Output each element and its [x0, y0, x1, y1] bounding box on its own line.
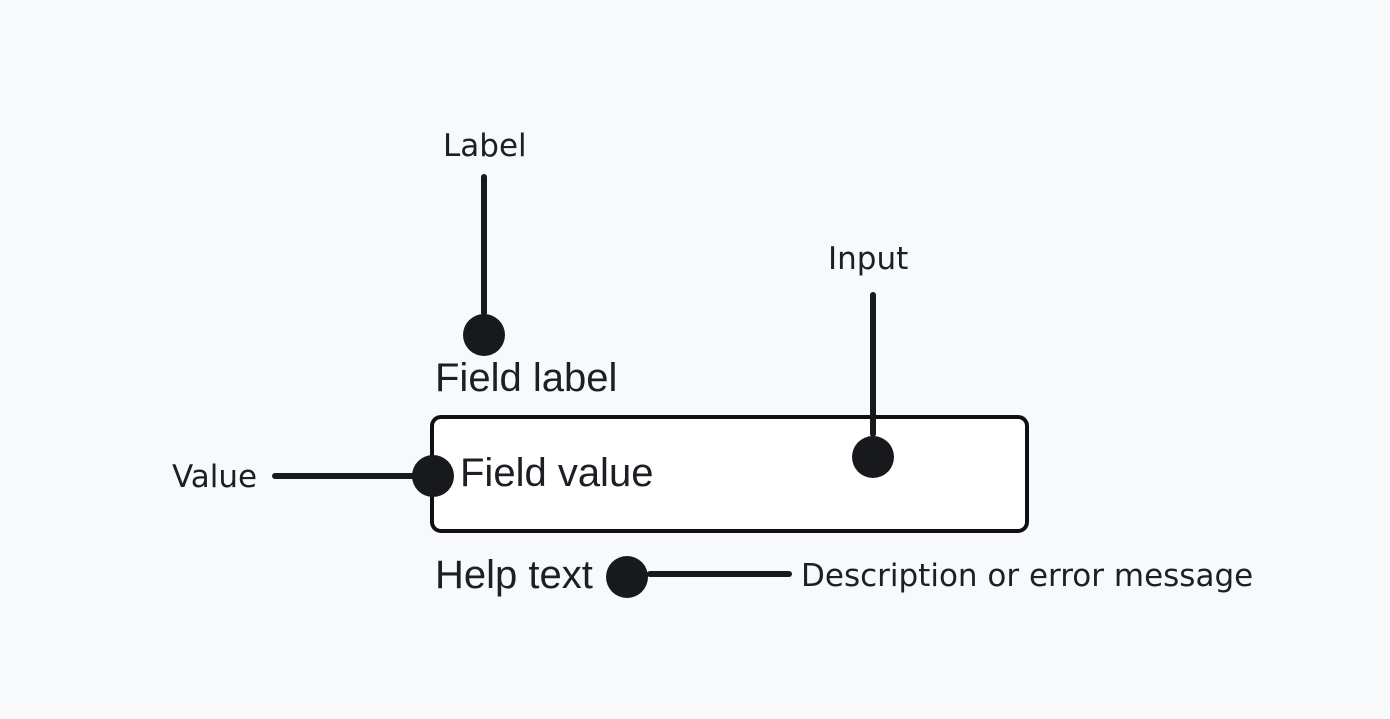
- label-annotation: Label: [443, 128, 527, 164]
- value-annotation: Value: [172, 459, 258, 495]
- field-value: Field value: [460, 451, 654, 495]
- help-description-annotation: Description or error message: [801, 558, 1254, 594]
- input-annotation: Input: [828, 241, 909, 277]
- help-connector-line: [647, 571, 792, 577]
- label-connector-line: [481, 174, 487, 316]
- field-label: Field label: [435, 356, 618, 400]
- input-connector-dot: [852, 436, 894, 478]
- field-input-box[interactable]: [430, 415, 1029, 533]
- label-connector-dot: [463, 314, 505, 356]
- input-connector-line: [870, 292, 876, 437]
- value-connector-line: [272, 473, 418, 479]
- help-connector-dot: [606, 556, 648, 598]
- value-connector-dot: [412, 455, 454, 497]
- field-help-text: Help text: [435, 553, 593, 597]
